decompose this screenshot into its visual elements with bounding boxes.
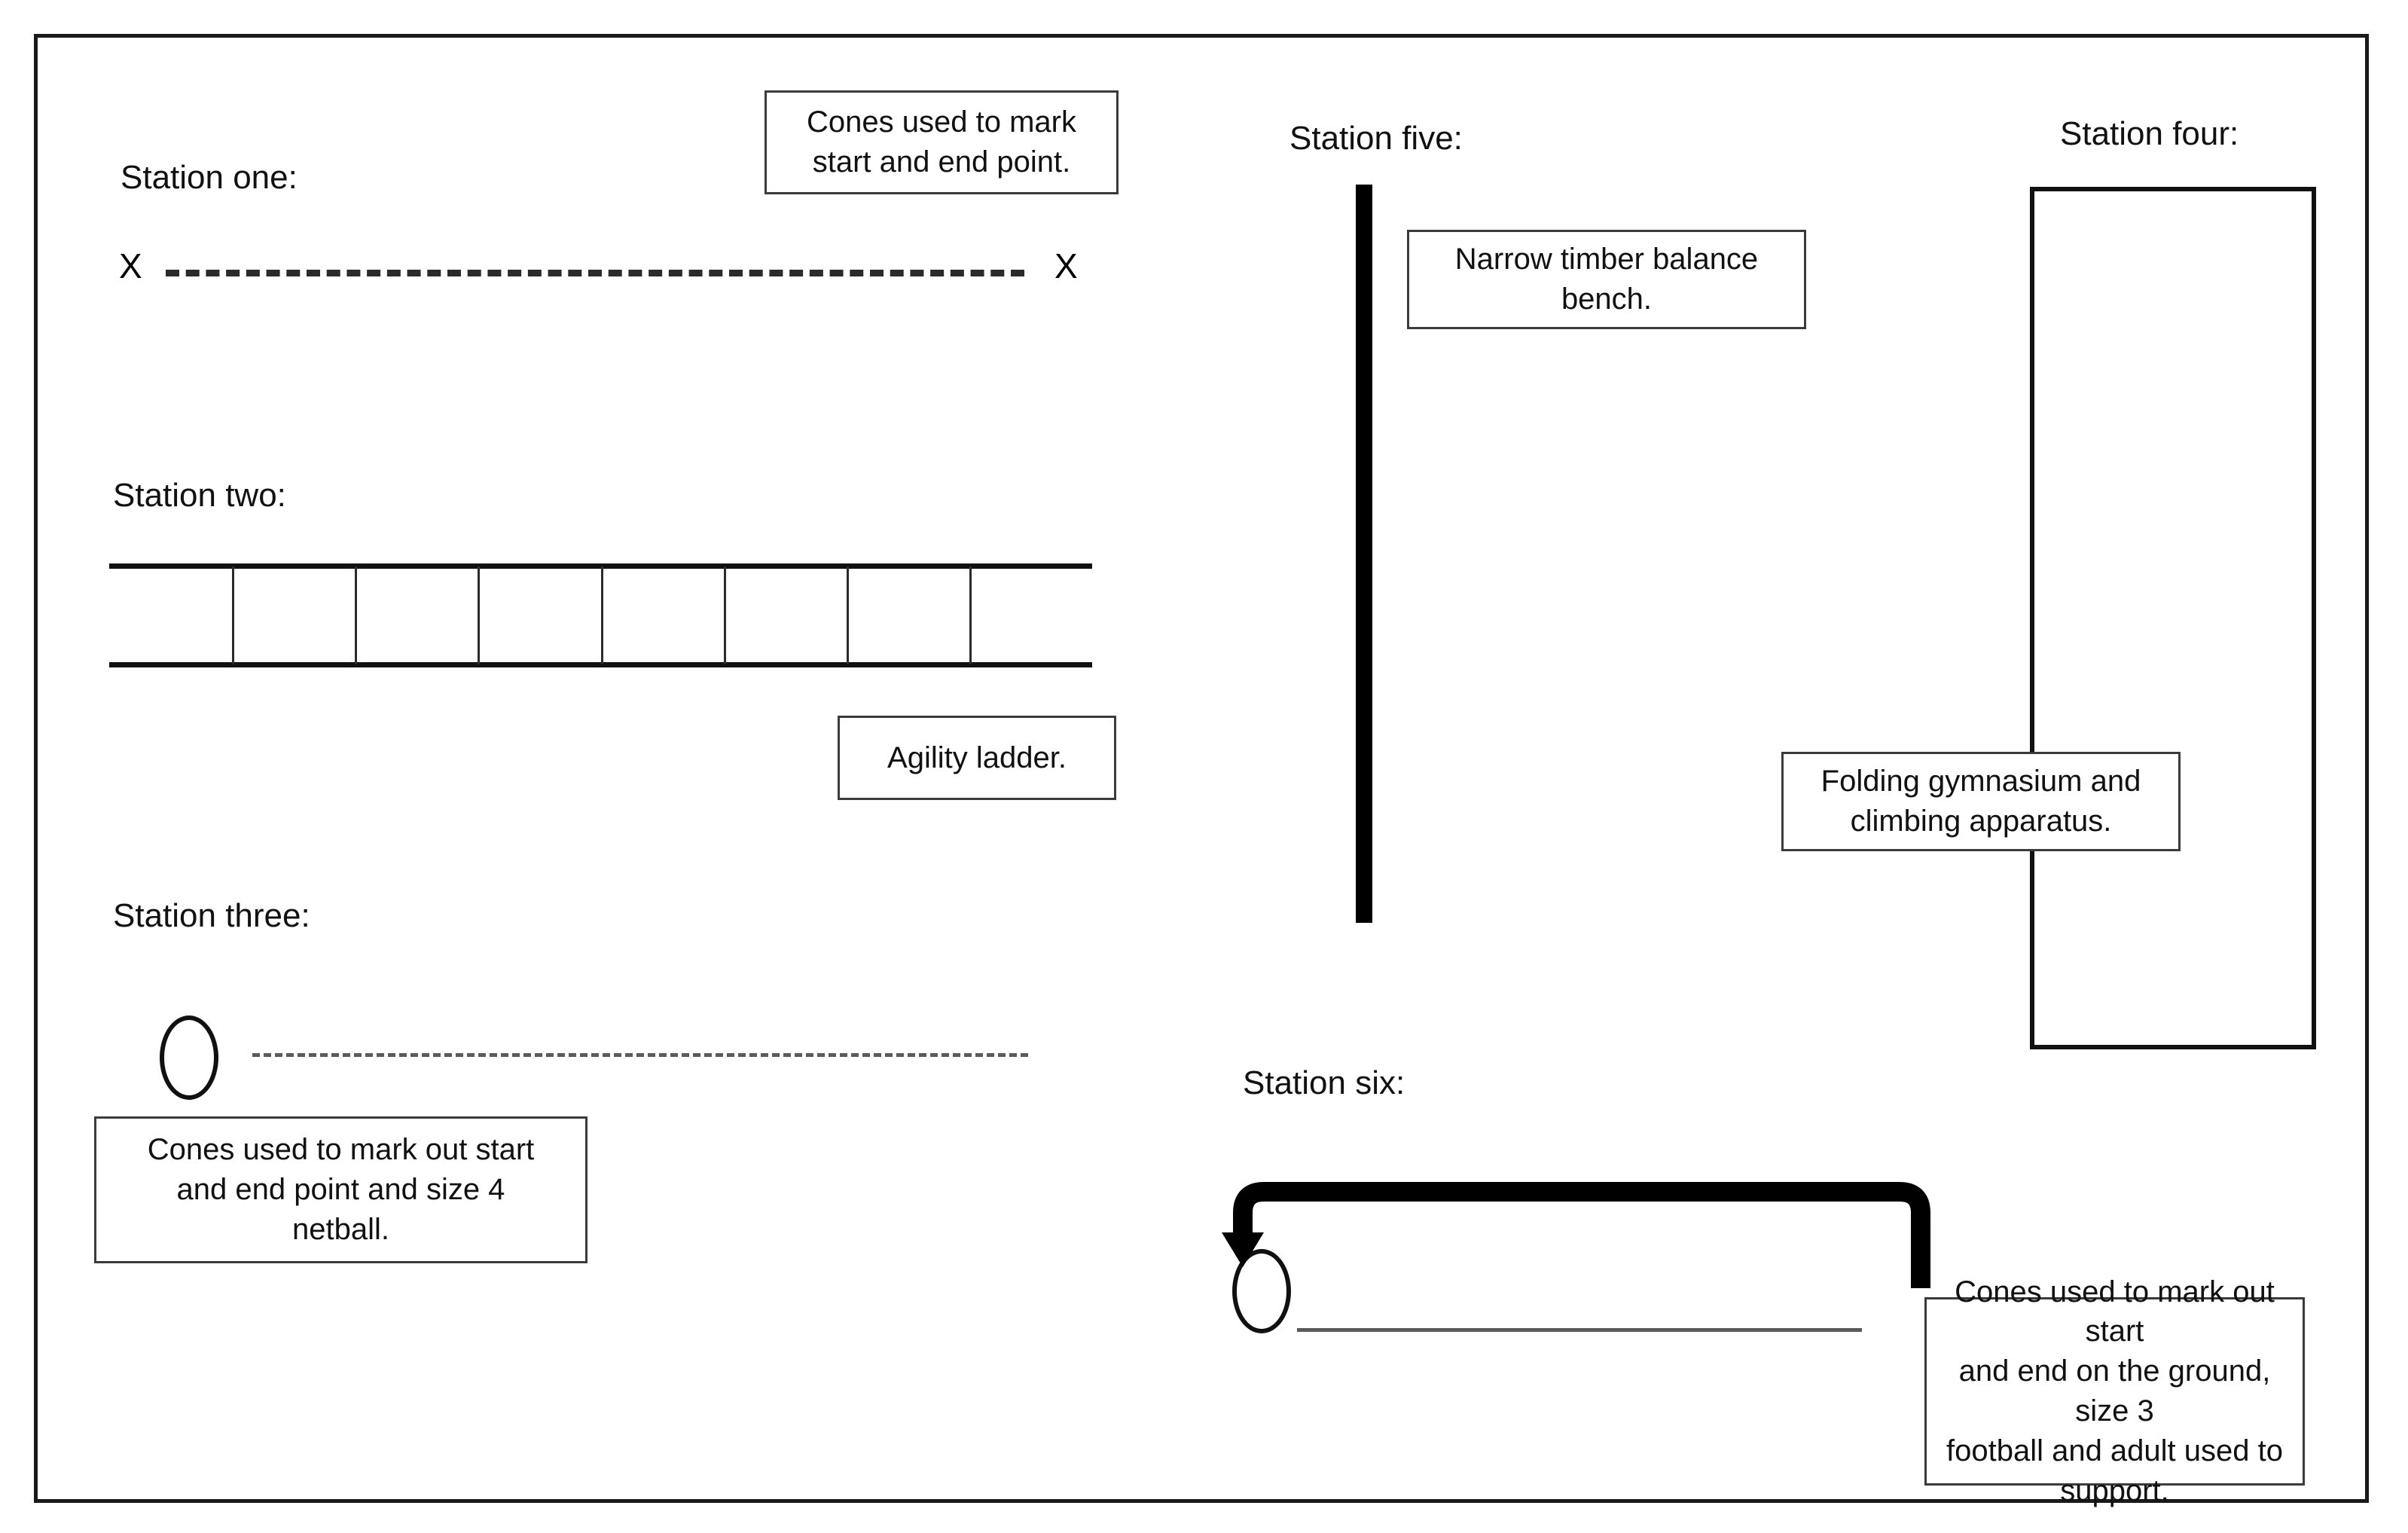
callout-line: Agility ladder. [887, 741, 1067, 774]
station-six-callout: Cones used to mark out start and end on … [1924, 1275, 2305, 1507]
station-one-end-marker: X [1054, 246, 1078, 286]
balance-bench-graphic [1356, 185, 1372, 923]
ladder-rung [355, 566, 358, 664]
agility-ladder-graphic [109, 563, 1092, 667]
station-one-label: Station one: [121, 159, 298, 196]
climbing-apparatus-graphic [2030, 187, 2316, 1049]
callout-line: and end point and size 4 [176, 1173, 505, 1207]
station-one-dashed-track [166, 270, 1024, 276]
station-two-label: Station two: [113, 477, 286, 514]
callout-line: Cones used to mark out start [147, 1133, 535, 1167]
callout-line: Cones used to mark out start [1955, 1275, 2275, 1348]
ladder-rung [969, 566, 972, 664]
ladder-top-rail [109, 563, 1092, 569]
station-four-label: Station four: [2060, 115, 2239, 152]
station-six-return-arrow-icon [1222, 1182, 1930, 1288]
ladder-rung [232, 566, 235, 664]
station-six-label: Station six: [1243, 1064, 1405, 1101]
callout-line: netball. [292, 1212, 389, 1246]
station-five-callout: Narrow timber balance bench. [1407, 230, 1806, 329]
ladder-rung [600, 566, 603, 664]
station-one-start-marker: X [119, 246, 142, 286]
callout-line: bench. [1561, 282, 1653, 316]
ladder-rung [478, 566, 481, 664]
ladder-rung [846, 566, 849, 664]
callout-line: football and adult used to [1946, 1434, 2283, 1467]
netball-icon [160, 1015, 218, 1100]
callout-line: Cones used to mark [807, 105, 1076, 139]
callout-line: Folding gymnasium and [1820, 765, 2141, 799]
football-icon [1232, 1249, 1291, 1333]
ladder-rung [723, 566, 726, 664]
station-three-dash-dot-track [252, 1053, 1028, 1057]
callout-line: support. [2060, 1473, 2169, 1507]
callout-line: and end on the ground, size 3 [1958, 1354, 2271, 1428]
station-three-label: Station three: [113, 897, 310, 934]
station-three-callout: Cones used to mark out start and end poi… [94, 1116, 588, 1263]
station-two-callout: Agility ladder. [838, 716, 1116, 800]
station-six-ground-line [1297, 1328, 1862, 1332]
callout-line: Narrow timber balance [1454, 243, 1759, 276]
callout-line: start and end point. [812, 145, 1071, 179]
callout-line: climbing apparatus. [1850, 805, 2112, 838]
ladder-bottom-rail [109, 662, 1092, 667]
station-five-label: Station five: [1289, 120, 1463, 157]
station-four-callout: Folding gymnasium and climbing apparatus… [1781, 752, 2181, 851]
outer-frame-border [34, 34, 2369, 1503]
station-one-callout: Cones used to mark start and end point. [765, 90, 1119, 194]
